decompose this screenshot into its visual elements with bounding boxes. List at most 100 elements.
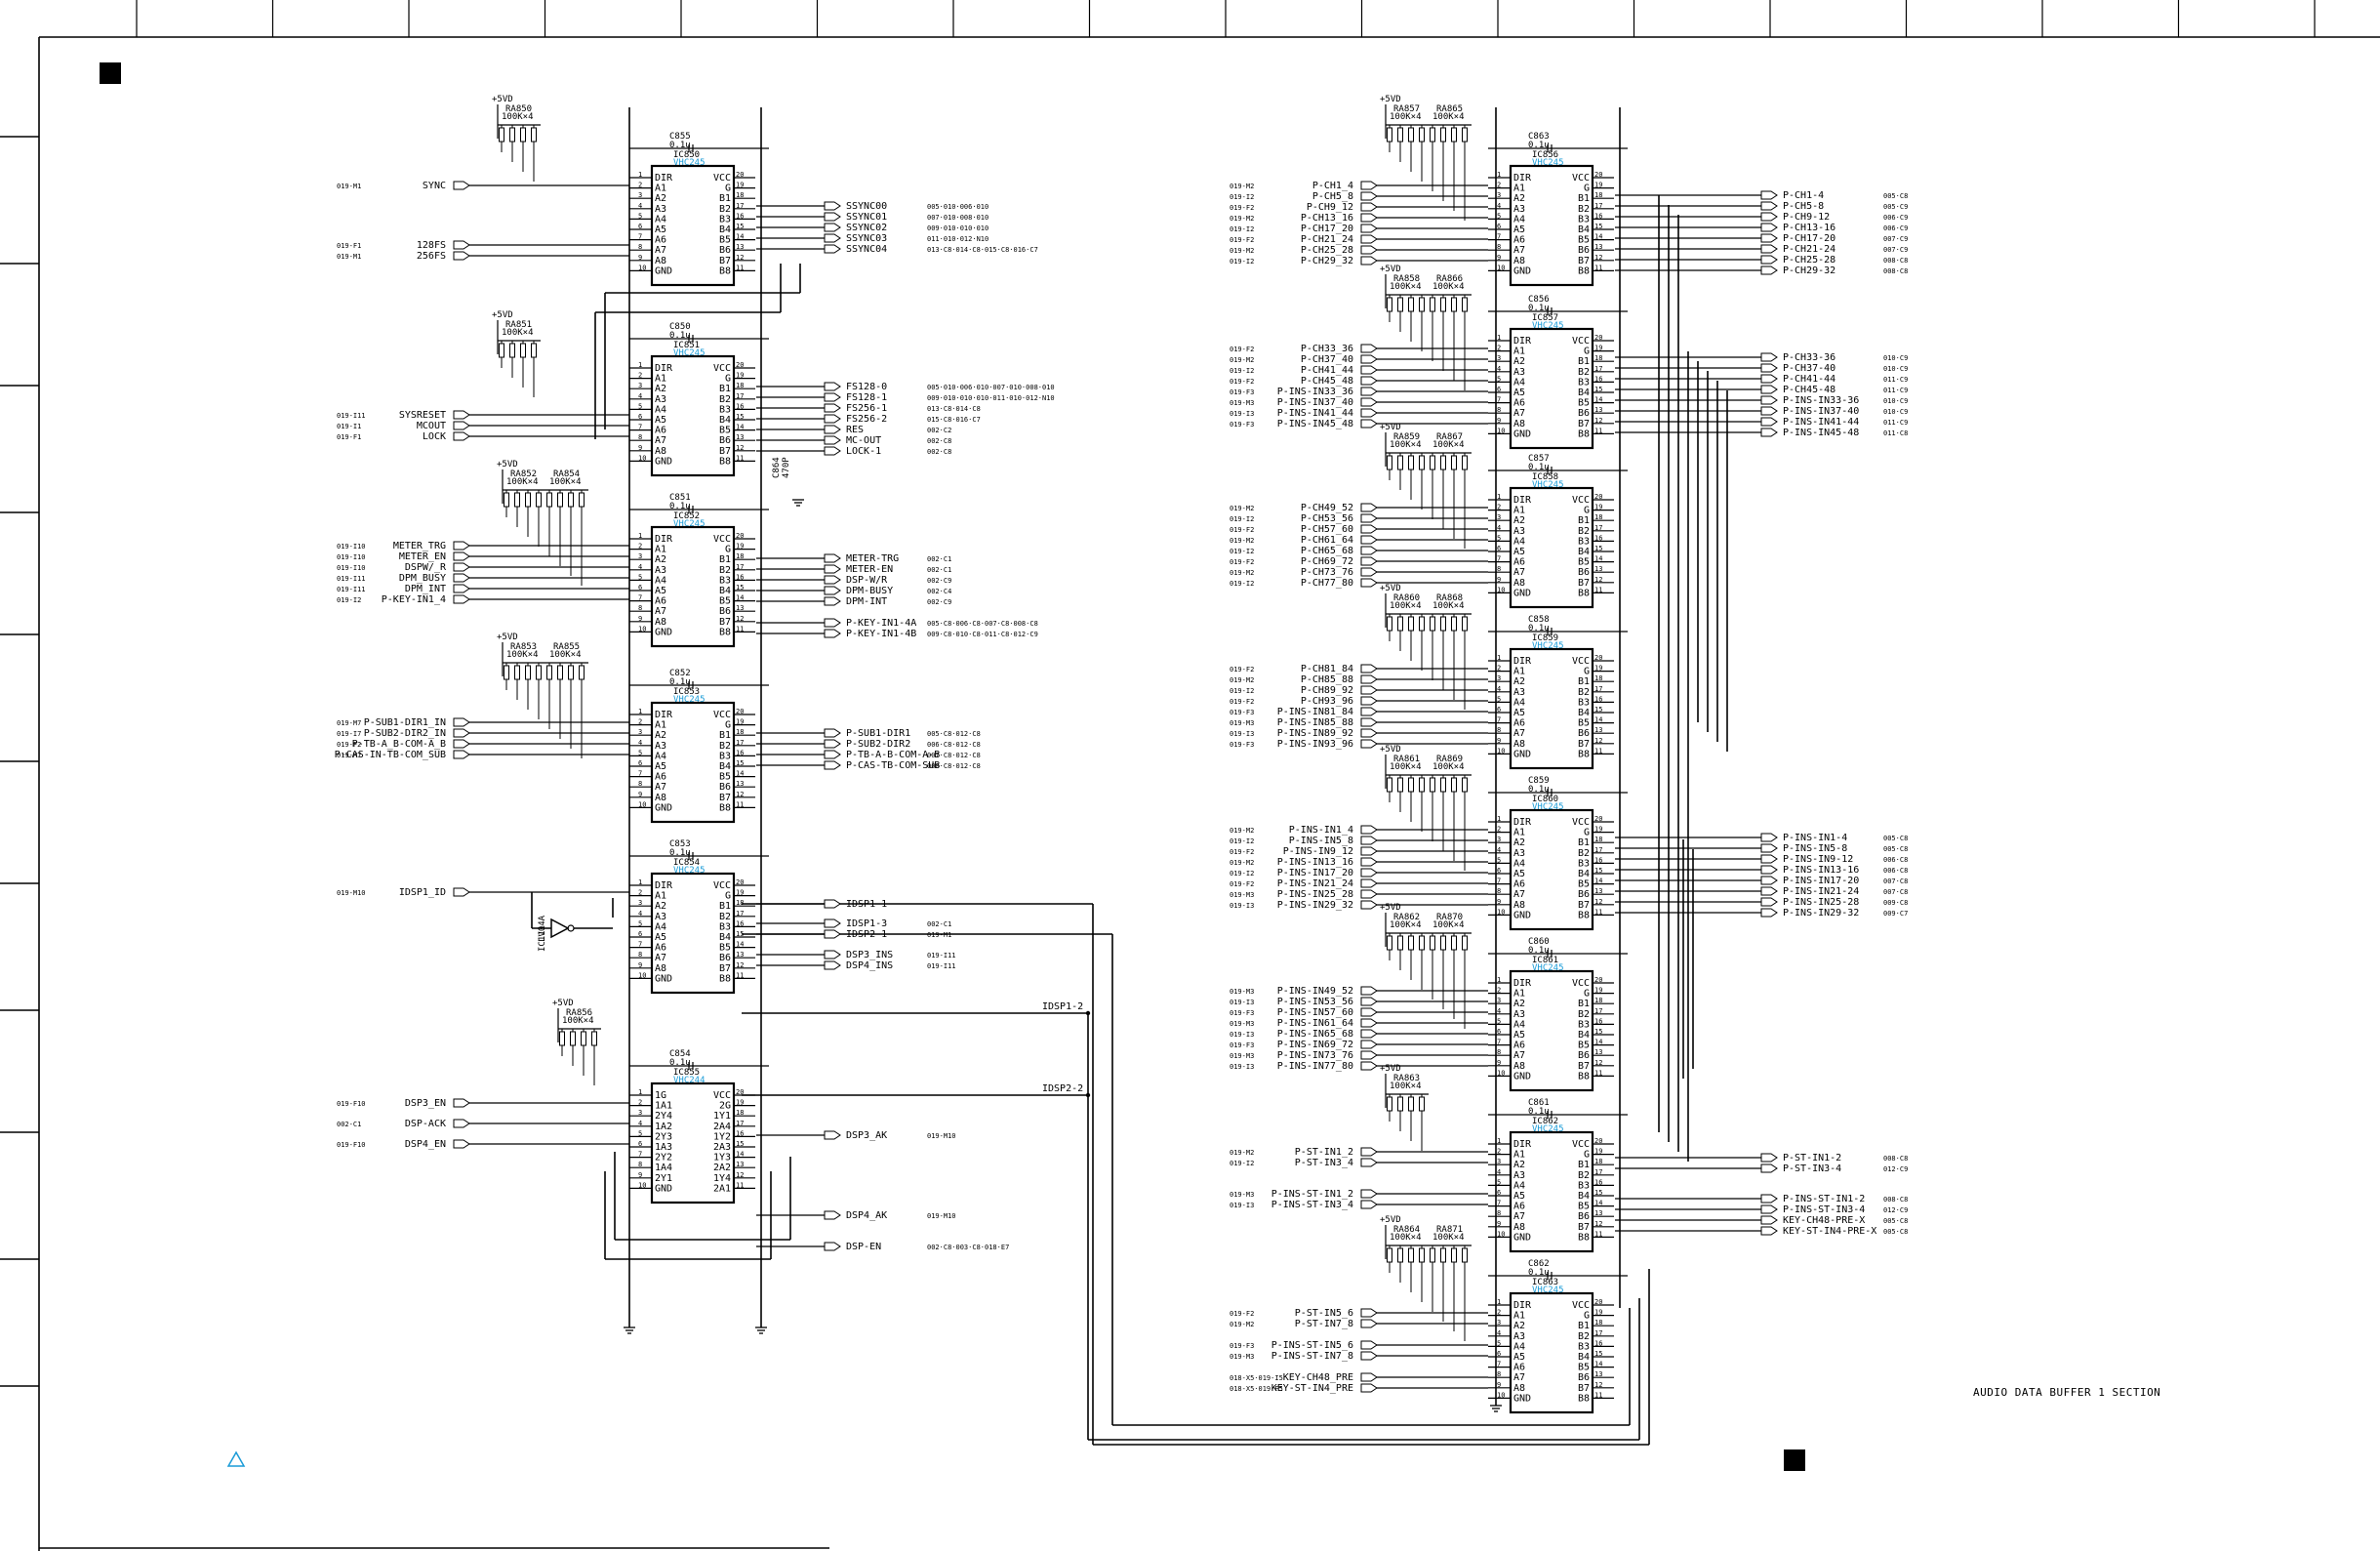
pin-number: 12 [1594, 254, 1602, 262]
pin-number: 12 [1594, 576, 1602, 584]
ic-body [1509, 164, 1594, 287]
capacitor-ref: C852 [669, 669, 691, 678]
ic-ic860: C8590.1uIC860VHC245DIRA1A2A3A4A5A6A7A8GN… [1488, 776, 1628, 931]
pin-number: 3 [638, 191, 642, 199]
pin-number: 6 [1497, 1028, 1501, 1036]
ic-body [1509, 327, 1594, 450]
pin-number: 18 [736, 1109, 744, 1117]
input-port-flag [1360, 878, 1378, 888]
output-port-flag [1760, 1163, 1778, 1173]
pin-number: 4 [1497, 846, 1501, 854]
pin-number: 3 [1497, 191, 1501, 199]
pin-label: B8 [1578, 1393, 1590, 1404]
pin-number: 16 [736, 1129, 744, 1137]
pin-label: G [1584, 989, 1590, 1000]
resistor-element [499, 127, 504, 143]
pin-number: 5 [1497, 375, 1501, 383]
pin-number: 16 [1594, 1178, 1602, 1186]
pin-number: 6 [1497, 1189, 1501, 1197]
pin-label: GND [1513, 1232, 1531, 1243]
input-net-label: P-INS-IN33_36 [1277, 387, 1353, 397]
section-title: AUDIO DATA BUFFER 1 SECTION [1973, 1386, 2160, 1399]
output-port-flag [824, 223, 841, 232]
pin-number: 4 [1497, 202, 1501, 210]
pin-number: 20 [1594, 976, 1602, 984]
ic-body [1509, 647, 1594, 770]
pin-label: GND [1513, 429, 1531, 439]
pin-label: B3 [719, 404, 731, 415]
input-net-label: P-CH69_72 [1301, 556, 1353, 567]
input-net-label: P-INS-IN41_44 [1277, 408, 1353, 419]
resistor-element [1408, 777, 1414, 793]
output-sheet-ref: 006·C8·012·C8 [927, 741, 981, 749]
pin-label: B5 [719, 943, 731, 954]
pin-number: 20 [1594, 815, 1602, 823]
input-net-label: P-CH9_12 [1307, 202, 1353, 213]
input-port-flag [1360, 546, 1378, 555]
input-net-label: P-INS-ST-IN1_2 [1271, 1189, 1353, 1200]
output-sheet-ref: 005·C8 [1883, 192, 1908, 200]
pin-number: 18 [1594, 513, 1602, 521]
pin-number: 20 [736, 878, 744, 886]
ic-ref: IC850 [673, 150, 700, 160]
output-port-flag [824, 739, 841, 749]
pin-number: 18 [1594, 1158, 1602, 1165]
resistor-element [546, 665, 552, 680]
input-net-label: P-ST-IN1_2 [1295, 1147, 1353, 1158]
pin-label: A6 [655, 235, 666, 246]
output-sheet-ref: 006·C9 [1883, 224, 1908, 232]
pin-label: B8 [1578, 588, 1590, 598]
input-net-label: DSPW/_R [405, 562, 447, 573]
pin-number: 9 [1497, 1220, 1501, 1228]
pin-number: 15 [736, 584, 744, 592]
pin-label: A8 [655, 963, 666, 974]
resistor-value: 100K×4 [549, 477, 582, 487]
pin-number: 2 [1497, 1309, 1501, 1317]
pin-label: G [1584, 1150, 1590, 1161]
input-net-label: P-CH17_20 [1301, 224, 1353, 234]
input-port-flag [453, 240, 470, 250]
pin-label: A8 [655, 793, 666, 803]
resistor-element [531, 127, 537, 143]
input-port-flag [1360, 213, 1378, 223]
pin-number: 18 [736, 552, 744, 560]
output-net-label: P-CH21-24 [1783, 244, 1835, 255]
pin-number: 12 [1594, 417, 1602, 425]
input-port-flag [1360, 397, 1378, 407]
resistor-element [1462, 455, 1468, 470]
resistor-element [1397, 1247, 1403, 1263]
pin-label: A1 [1513, 347, 1525, 357]
pin-label: B6 [1578, 1211, 1590, 1222]
output-sheet-ref: 015·C8·016·C7 [927, 416, 981, 424]
pin-number: 3 [1497, 674, 1501, 682]
capacitor-ref: C851 [669, 493, 691, 503]
resistor-element [1440, 616, 1446, 632]
pin-number: 15 [736, 1140, 744, 1148]
ic-body [1509, 486, 1594, 609]
output-net-label: P-INS-ST-IN3-4 [1783, 1204, 1865, 1215]
input-net-label: 256FS [417, 251, 446, 262]
pin-label: DIR [1513, 978, 1532, 989]
pin-number: 11 [1594, 1069, 1602, 1077]
pin-label: GND [655, 627, 672, 637]
input-sheet-ref: 019-M2 [1230, 356, 1254, 364]
ic-part: VHC245 [1532, 802, 1564, 812]
input-sheet-ref: 019-M2 [1230, 247, 1254, 255]
output-net-label: IDSP1-3 [846, 918, 887, 929]
output-net-label: P-SUB2-DIR2 [846, 739, 910, 750]
pin-number: 5 [1497, 856, 1501, 864]
pin-number: 19 [736, 889, 744, 897]
pin-label: A7 [655, 782, 666, 793]
pin-label: A5 [1513, 1352, 1525, 1363]
pin-number: 17 [736, 563, 744, 571]
input-net-label: P-CH37_40 [1301, 354, 1353, 365]
input-sheet-ref: 019-M1 [337, 253, 361, 261]
